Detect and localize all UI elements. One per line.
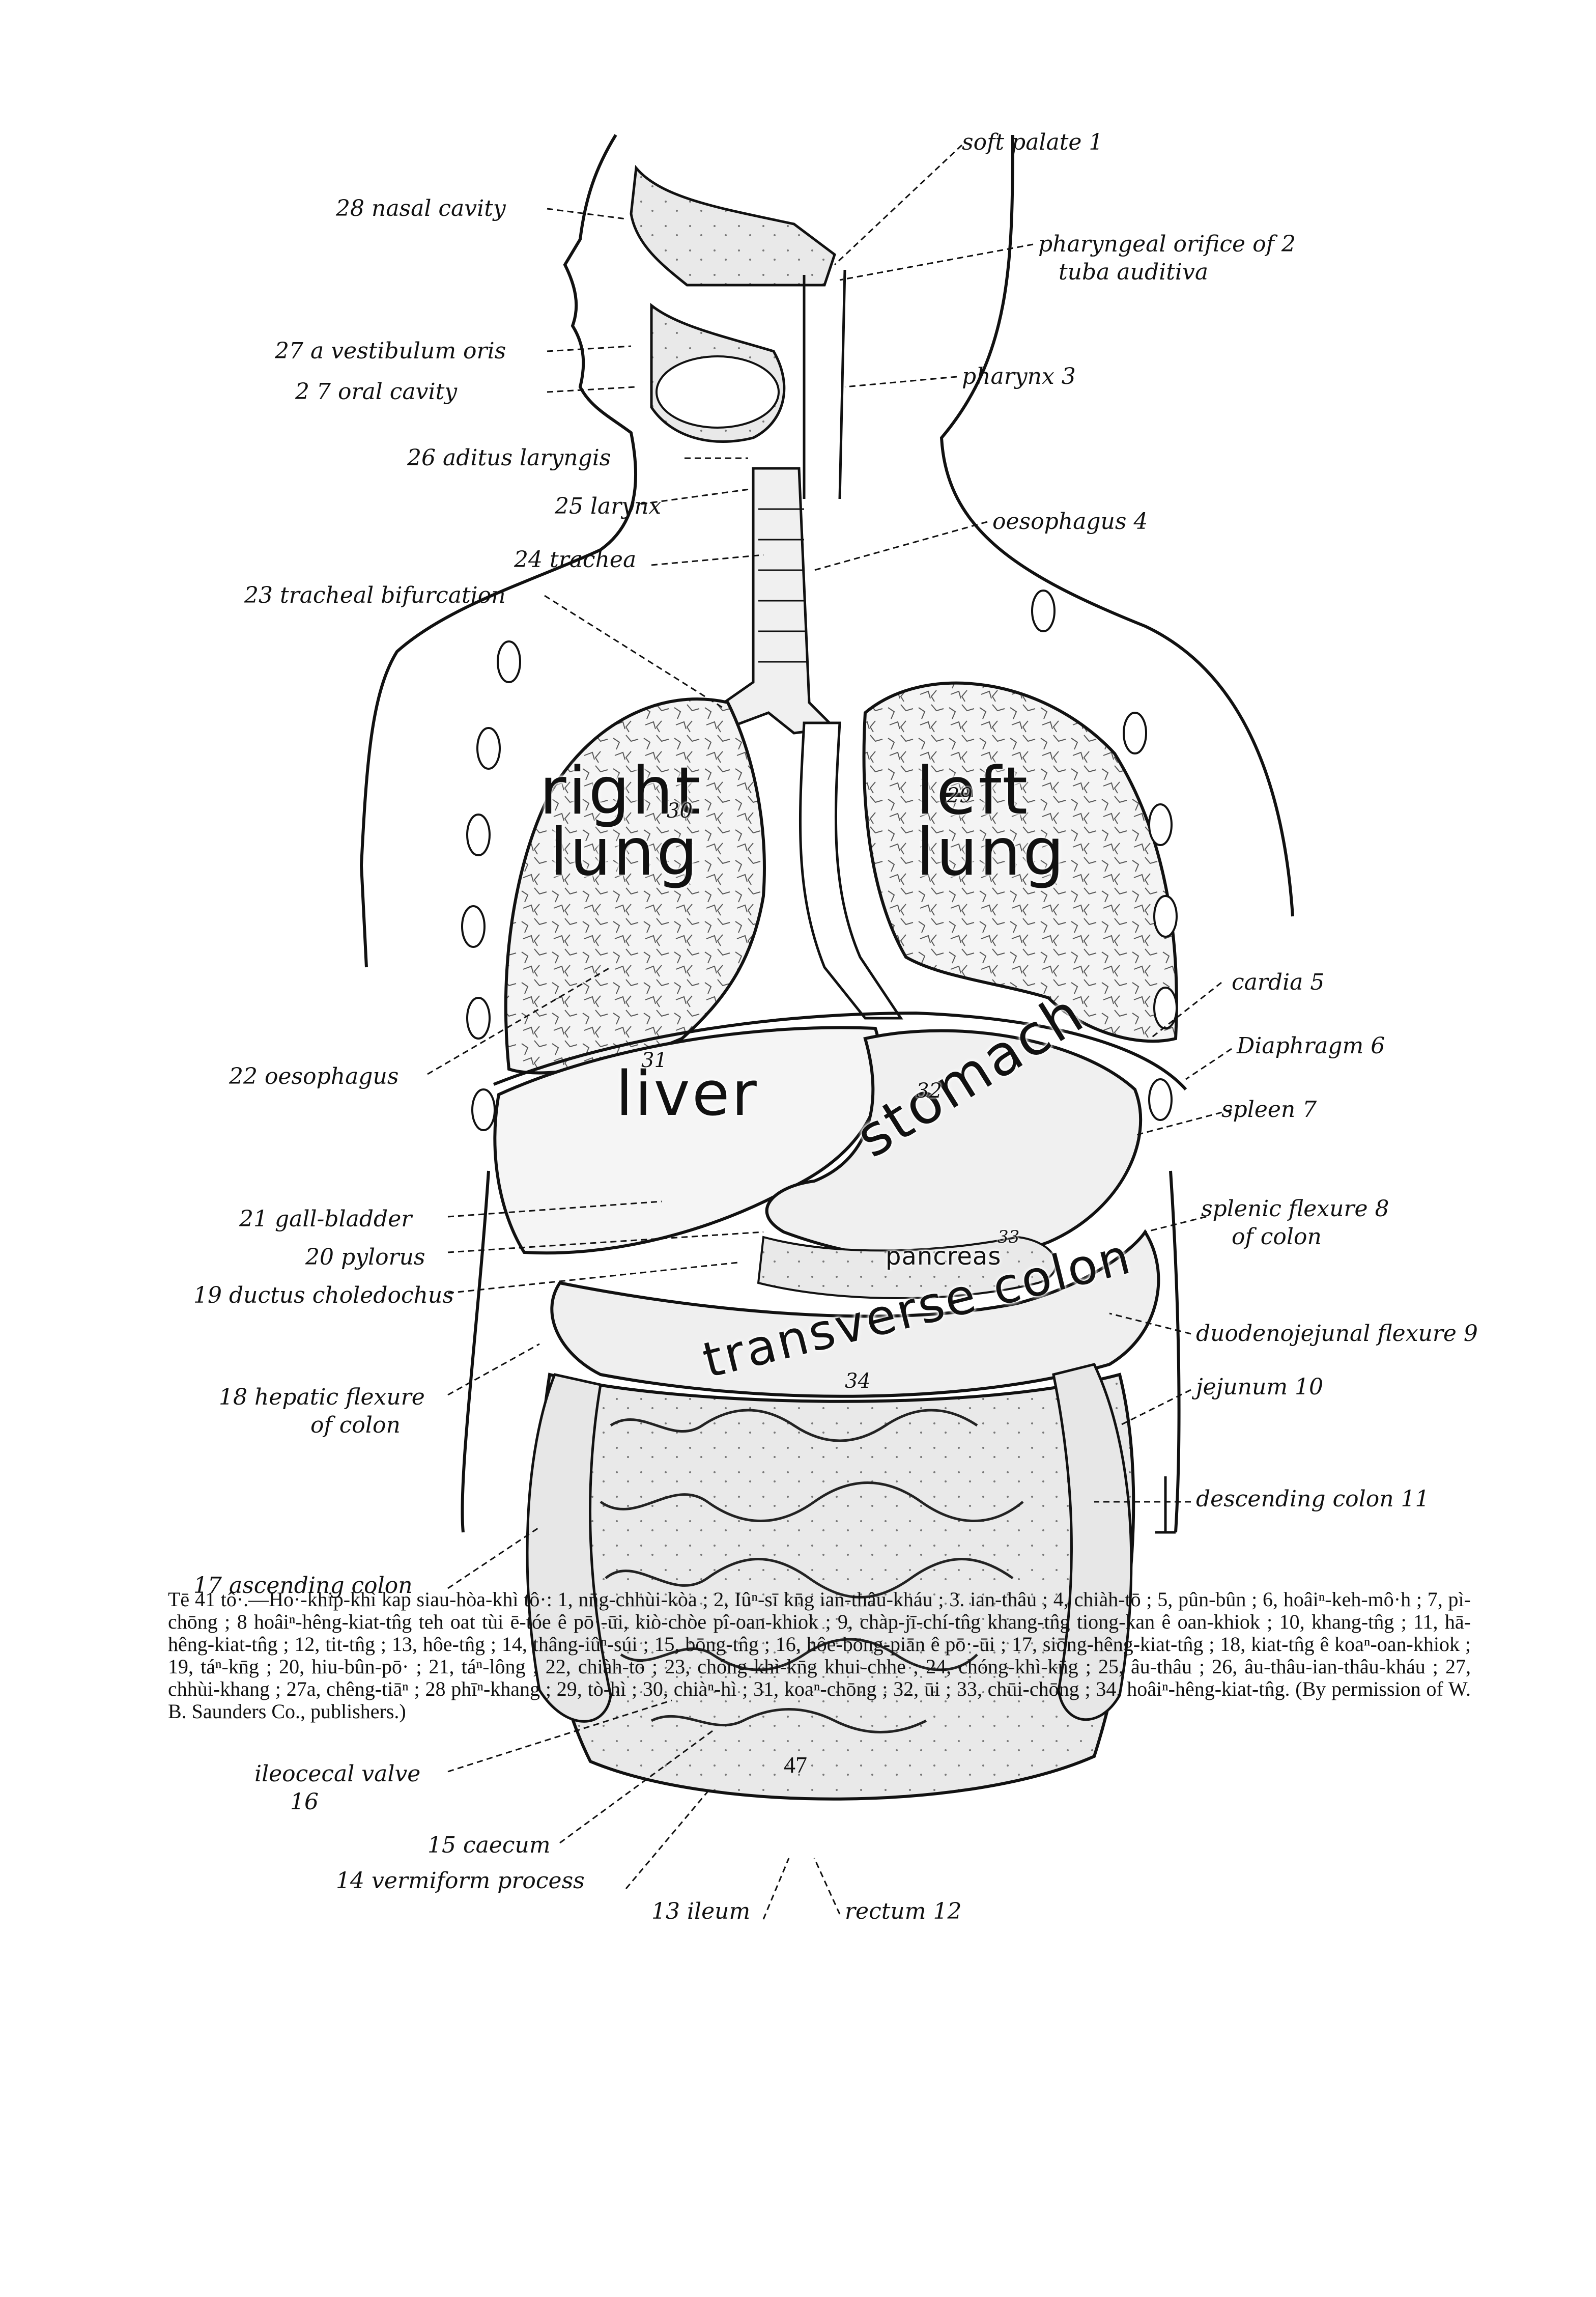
label-trachea: 24 trachea <box>514 547 637 573</box>
label-ileocecal-valve-number: 16 <box>290 1789 319 1815</box>
label-oesophagus-22: 22 oesophagus <box>229 1063 399 1089</box>
transverse-colon-number: 34 <box>845 1369 871 1393</box>
body-outline <box>359 134 1294 1533</box>
right-lung-number: 30 <box>667 799 693 823</box>
leader-lines <box>427 144 1232 1920</box>
label-hepatic-flexure-2: of colon <box>310 1412 401 1438</box>
liver-label: liver <box>616 1059 759 1130</box>
transverse-colon-shape <box>550 1229 1160 1398</box>
label-tuba-auditiva: tuba auditiva <box>1059 259 1209 285</box>
label-rectum: rectum 12 <box>845 1898 962 1924</box>
label-duodenojejunal-flexure: duodenojejunal flexure 9 <box>1196 1321 1478 1347</box>
label-splenic-flexure-2: of colon <box>1232 1224 1322 1250</box>
label-vestibulum-oris: 27 a vestibulum oris <box>275 338 506 364</box>
label-oesophagus-4: oesophagus 4 <box>992 509 1148 535</box>
head-cavity <box>630 164 846 499</box>
ascending-colon-shape <box>526 1373 612 1723</box>
label-caecum: 15 caecum <box>428 1832 551 1858</box>
right-lung-label-2: lung <box>550 815 700 890</box>
label-diaphragm: Diaphragm 6 <box>1237 1033 1385 1059</box>
label-ileocecal-valve: ileocecal valve <box>254 1761 421 1787</box>
left-lung-label-2: lung <box>916 815 1067 890</box>
pancreas-label: pancreas <box>886 1242 1002 1271</box>
label-jejunum: jejunum 10 <box>1196 1374 1324 1400</box>
pancreas-shape <box>757 1236 1057 1299</box>
label-pylorus: 20 pylorus <box>305 1244 425 1270</box>
label-nasal-cavity: 28 nasal cavity <box>336 195 506 221</box>
left-lung-shape <box>862 681 1178 1043</box>
label-oral-cavity: 2 7 oral cavity <box>295 379 458 405</box>
label-cardia: cardia 5 <box>1232 969 1325 995</box>
intestine-loops <box>600 1409 1024 1733</box>
label-aditus-laryngis: 26 aditus laryngis <box>407 445 611 471</box>
label-hepatic-flexure: 18 hepatic flexure <box>219 1384 425 1410</box>
diaphragm-line <box>493 1011 1187 1090</box>
label-descending-colon: descending colon 11 <box>1196 1486 1430 1512</box>
liver-shape <box>493 1026 884 1255</box>
left-lung-label-1: left <box>916 753 1030 829</box>
right-lung-label-1: right <box>539 753 703 829</box>
label-spleen: spleen 7 <box>1221 1097 1317 1123</box>
label-larynx: 25 larynx <box>555 493 662 519</box>
liver-number: 31 <box>641 1049 667 1072</box>
label-ileum: 13 ileum <box>651 1898 751 1924</box>
label-splenic-flexure: splenic flexure 8 <box>1201 1196 1389 1222</box>
left-lung-number: 29 <box>947 784 973 807</box>
label-soft-palate: soft palate 1 <box>962 129 1103 155</box>
stomach-number: 32 <box>916 1079 942 1103</box>
ribs <box>461 590 1178 1131</box>
oesophagus-tube <box>799 721 903 1020</box>
abdomen-side-lines <box>1155 1476 1176 1534</box>
label-vermiform-process: 14 vermiform process <box>336 1868 585 1894</box>
descending-colon-shape <box>1052 1363 1133 1721</box>
label-pharyngeal-orifice: pharyngeal orifice of 2 <box>1038 231 1296 257</box>
trachea <box>699 467 838 735</box>
page-number: 47 <box>784 1752 807 1778</box>
figure-caption: Tē 41 tô·.—Ho·-khip-khì kap siau-hòa-khì… <box>168 1588 1471 1723</box>
label-gall-bladder: 21 gall-bladder <box>239 1206 412 1232</box>
right-lung-shape <box>504 697 766 1075</box>
pancreas-number: 33 <box>997 1227 1020 1247</box>
label-tracheal-bifurcation: 23 tracheal bifurcation <box>244 582 506 608</box>
label-pharynx: pharynx 3 <box>962 363 1076 389</box>
label-ductus-choledochus: 19 ductus choledochus <box>193 1282 454 1308</box>
small-intestine-shape <box>538 1372 1135 1801</box>
label-ascending-colon: 17 ascending colon <box>193 1573 413 1599</box>
